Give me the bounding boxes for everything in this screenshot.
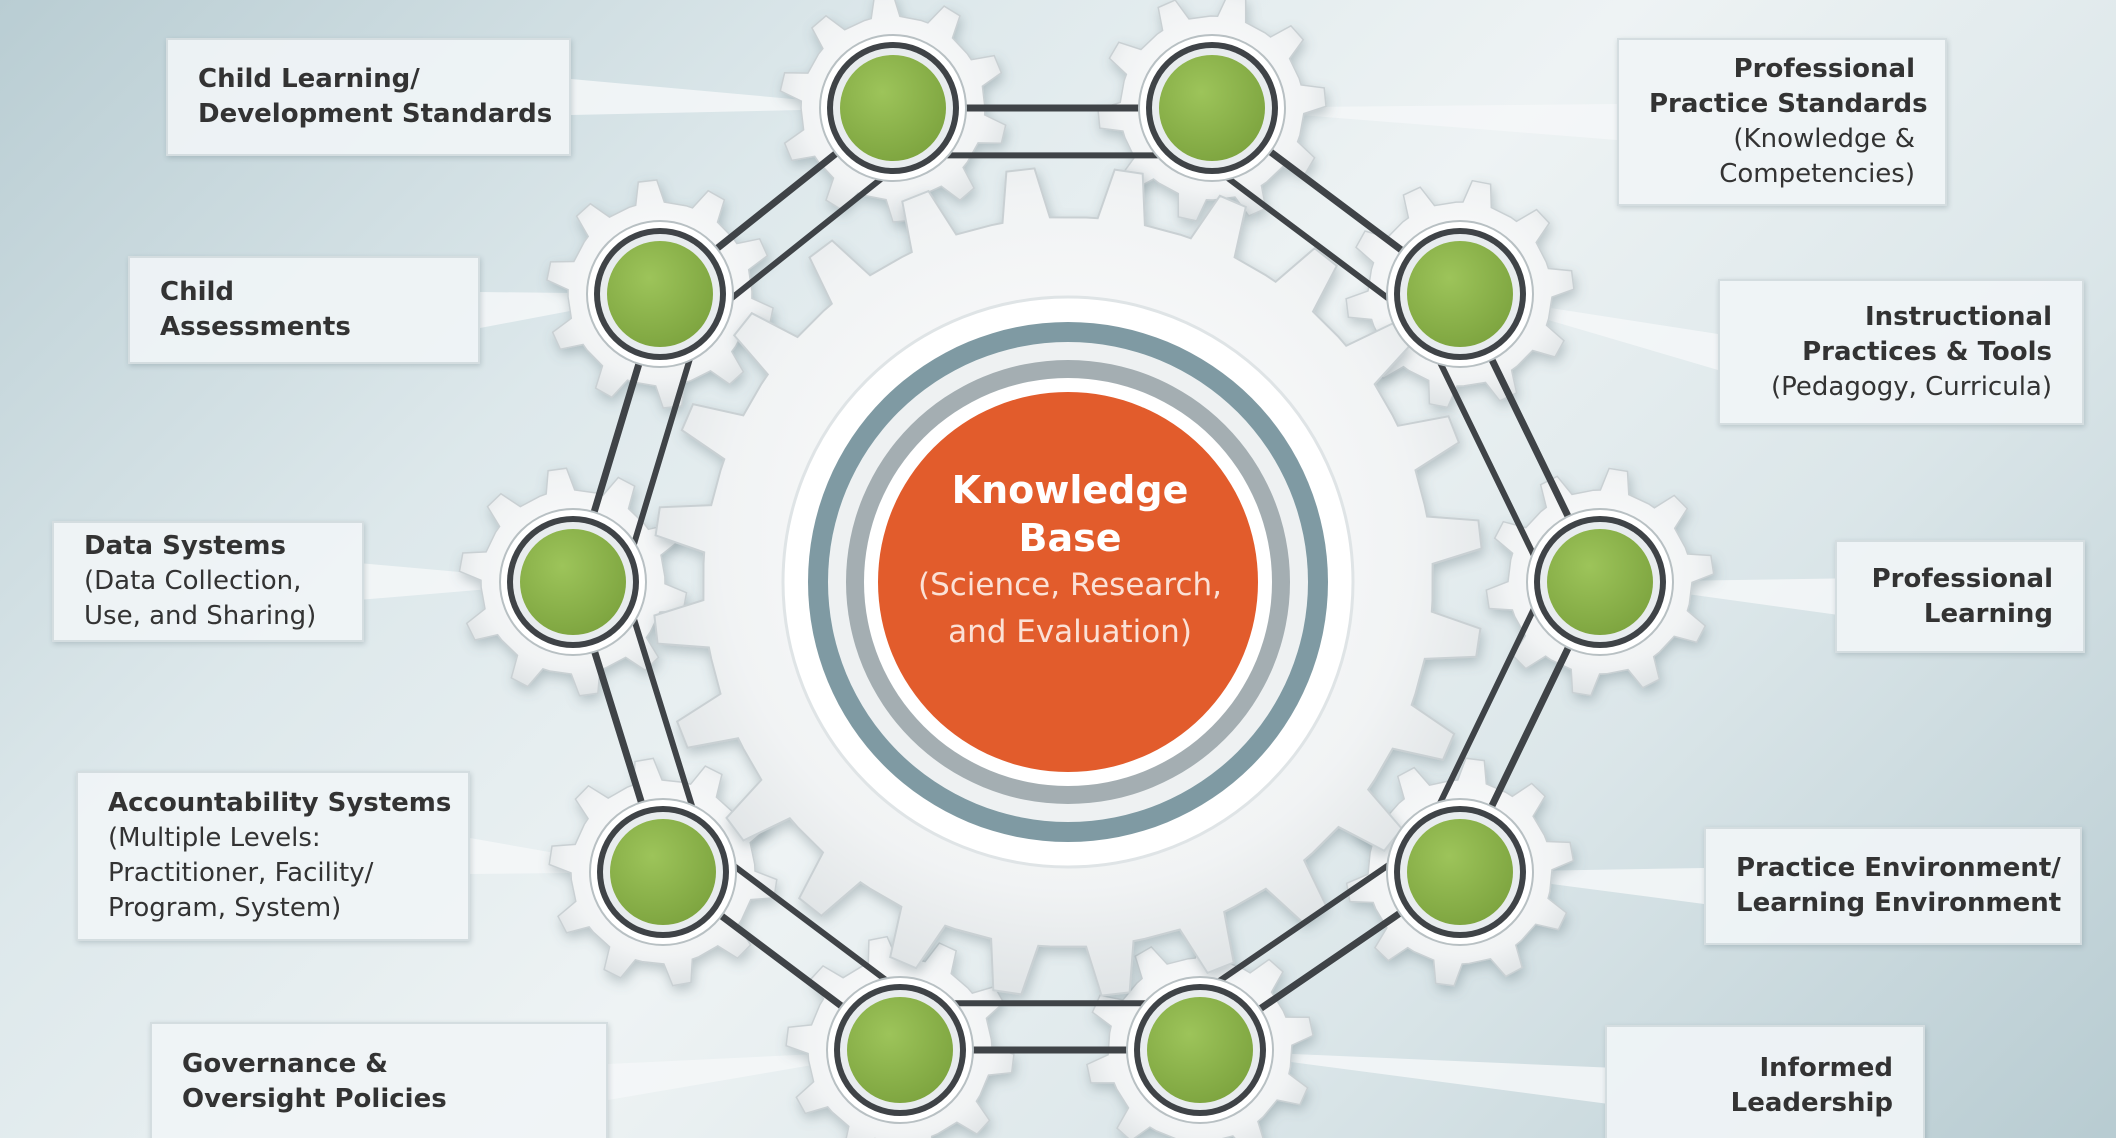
node-circle [610,819,716,925]
node-label-title: Accountability Systems [108,788,452,818]
node-label-title: Learning Environment [1736,888,2062,918]
node-label-title: Practice Environment/ [1736,853,2061,883]
node-circle [840,55,946,161]
node-label-box: Data Systems (Data Collection, Use, and Sh… [52,521,364,642]
node-label-title: Professional [1871,563,2053,594]
node-label-title: Leadership [1730,1087,1893,1118]
node-circle [1147,997,1253,1103]
node-label-box: Governance & Oversight Policies [150,1022,608,1142]
node-label-subtitle: (Multiple Levels: [108,823,321,853]
node-label-subtitle: (Knowledge & [1733,124,1915,154]
node-label-title: Child Learning/ [198,64,420,94]
node-label-title: Instructional [1864,301,2052,332]
knowledge-base-title-line-2: Base [1018,516,1122,560]
node-label-title: Practices & Tools [1802,336,2052,367]
node-label-title: Data Systems [84,531,286,561]
knowledge-base-subtitle-line-2: and Evaluation) [948,614,1192,650]
knowledge-base-label: Knowledge Base (Science, Research, and E… [870,466,1270,666]
connector-pointer [1200,1050,1605,1104]
node-circle [847,997,953,1103]
node-label-subtitle: Use, and Sharing) [84,601,317,631]
node-label-subtitle: Competencies) [1719,159,1915,189]
node-circle [1407,819,1513,925]
right-border [2116,0,2124,1146]
node-circle [1547,529,1653,635]
knowledge-base-subtitle-line-1: (Science, Research, [917,567,1223,603]
node-circle [520,529,626,635]
connector-pointer [364,563,573,600]
node-label-title: Development Standards [198,99,553,129]
knowledge-base-title-line-1: Knowledge [951,468,1189,512]
node-label-subtitle: (Data Collection, [84,566,302,596]
node-label-subtitle: Practitioner, Facility/ [108,858,374,888]
node-label-title: Professional [1733,54,1915,84]
node-label-title: Assessments [160,312,351,342]
node-label-box: Accountability Systems (Multiple Levels: P… [76,771,470,941]
node-label-title: Practice Standards [1649,89,1928,119]
bottom-border [0,1138,2124,1146]
knowledge-base-circle [878,392,1258,772]
node-label-subtitle: (Pedagogy, Curricula) [1770,371,2052,402]
node-label-subtitle: Program, System) [108,893,342,923]
node-label-title: Child [160,277,235,307]
node-label-title: Learning [1923,598,2053,629]
node-label-title: Oversight Policies [182,1084,447,1114]
node-label-box: Practice Environment/Learning Environmen… [1704,827,2082,945]
connector-pointer [1212,104,1617,140]
node-label-title: Governance & [182,1049,388,1079]
node-circle [607,241,713,347]
node-label-box: Child Learning/Development Standards [166,38,571,156]
node-circle [1407,241,1513,347]
node-circle [1159,55,1265,161]
node-label-title: Informed [1759,1052,1893,1083]
